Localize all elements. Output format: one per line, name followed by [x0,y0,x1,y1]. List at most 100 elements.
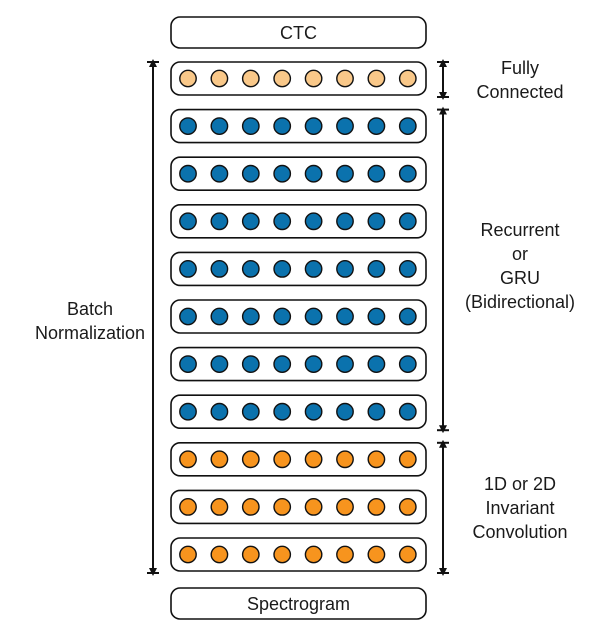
layer-box [170,204,427,239]
neuron [304,307,323,326]
neuron [241,545,260,564]
ctc-label: CTC [280,23,317,43]
neuron [210,164,229,183]
layer-box [170,489,427,525]
neuron [367,355,386,373]
ctc-block: CTC [170,16,427,49]
neuron [273,164,292,183]
layer-box [170,441,427,477]
neuron [273,545,292,564]
neuron [210,259,229,278]
neuron [304,450,323,469]
neuron [336,497,354,516]
neuron [336,69,354,88]
neuron [398,545,417,564]
layer-convolution [170,441,427,477]
neuron [241,117,260,136]
neuron [241,307,260,326]
fc-line-1: Fully [501,58,539,78]
neuron [210,69,229,88]
neuron [273,497,292,516]
neuron [304,497,323,516]
neuron [241,402,260,421]
neuron [336,212,354,231]
neuron [273,307,292,326]
brackets [147,59,449,576]
recurrent-bracket [437,106,449,434]
layer-box [170,537,427,572]
neuron [398,164,417,183]
neuron [398,497,417,516]
rnn-line-1: Recurrent [480,220,559,240]
neuron [241,212,260,231]
neuron [304,212,323,231]
neuron [398,117,417,136]
neuron [398,307,417,326]
neuron [398,259,417,278]
neuron [398,212,417,231]
layer-fully-connected [170,61,427,96]
layer-recurrent [170,156,427,191]
neuron [273,117,292,136]
neuron [179,212,197,231]
spectrogram-label: Spectrogram [247,594,350,614]
neuron [304,402,323,421]
layer-recurrent [170,394,427,430]
neuron [367,450,386,469]
convolution-bracket [437,439,449,576]
neuron [367,69,386,88]
layer-recurrent [170,346,427,382]
neuron [241,259,260,278]
neuron [367,212,386,231]
neuron [336,307,354,326]
neuron [179,497,197,516]
neuron [179,402,197,421]
neuron [241,355,260,373]
layer-box [170,394,427,430]
neuron [398,402,417,421]
batch-normalization-label: Batch Normalization [35,299,145,343]
neuron [210,545,229,564]
batch-norm-line-2: Normalization [35,323,145,343]
neuron [336,164,354,183]
neuron [367,117,386,136]
neuron [241,450,260,469]
neuron [210,450,229,469]
layer-box [170,299,427,334]
neuron [304,355,323,373]
layer-stack [170,61,427,572]
neuron [367,497,386,516]
neuron [398,355,417,373]
neuron [367,307,386,326]
neuron [336,545,354,564]
neuron [336,259,354,278]
layer-box [170,61,427,96]
conv-line-3: Convolution [472,522,567,542]
convolution-label: 1D or 2D Invariant Convolution [472,474,567,542]
neuron [241,69,260,88]
neuron [273,355,292,373]
neuron [210,402,229,421]
neuron [273,212,292,231]
neuron [210,117,229,136]
neuron [367,259,386,278]
neuron [273,69,292,88]
neuron [273,450,292,469]
neuron [241,164,260,183]
neuron [336,117,354,136]
conv-line-2: Invariant [485,498,554,518]
layer-recurrent [170,108,427,144]
neuron [210,212,229,231]
neuron [179,307,197,326]
neuron [179,164,197,183]
layer-recurrent [170,204,427,239]
neuron [210,355,229,373]
neuron [304,164,323,183]
neuron [304,259,323,278]
neuron [304,545,323,564]
neuron [304,117,323,136]
neuron [367,402,386,421]
batch-norm-line-1: Batch [67,299,113,319]
layer-recurrent [170,299,427,334]
